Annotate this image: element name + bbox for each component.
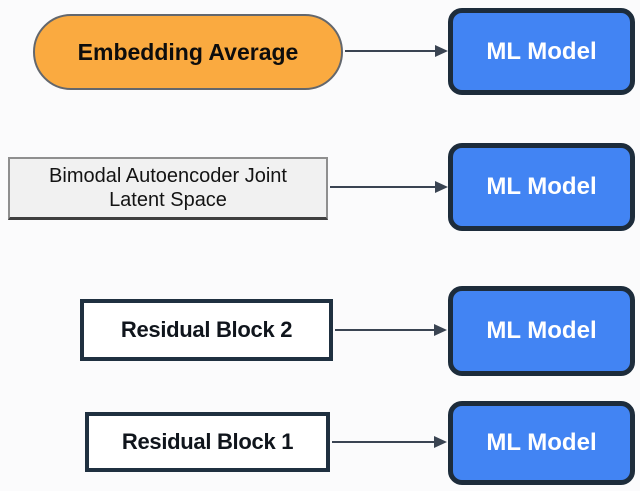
ml-model-node-row1: ML Model: [448, 8, 635, 95]
arrow-connector-row2: [330, 181, 448, 193]
residual-block-2-node: Residual Block 2: [80, 299, 333, 361]
ml-model-label-row4: ML Model: [486, 429, 597, 456]
residual-block-1-node: Residual Block 1: [85, 412, 330, 472]
arrow-connector-row4: [332, 436, 447, 448]
residual-block-1-label: Residual Block 1: [121, 429, 294, 454]
arrow-connector-row3: [335, 324, 447, 336]
bimodal-autoencoder-node: Bimodal Autoencoder Joint Latent Space: [8, 157, 328, 220]
ml-model-label-row1: ML Model: [486, 37, 597, 65]
ml-model-node-row3: ML Model: [448, 286, 635, 376]
ml-model-node-row4: ML Model: [448, 401, 635, 485]
embedding-average-label: Embedding Average: [77, 38, 299, 65]
arrow-connector-row1: [345, 45, 448, 57]
ml-model-label-row3: ML Model: [486, 317, 597, 344]
bimodal-autoencoder-label: Bimodal Autoencoder Joint Latent Space: [49, 164, 287, 211]
ml-model-node-row2: ML Model: [448, 143, 635, 231]
embedding-average-node: Embedding Average: [33, 14, 343, 90]
ml-model-label-row2: ML Model: [486, 173, 597, 200]
residual-block-2-label: Residual Block 2: [120, 317, 293, 342]
